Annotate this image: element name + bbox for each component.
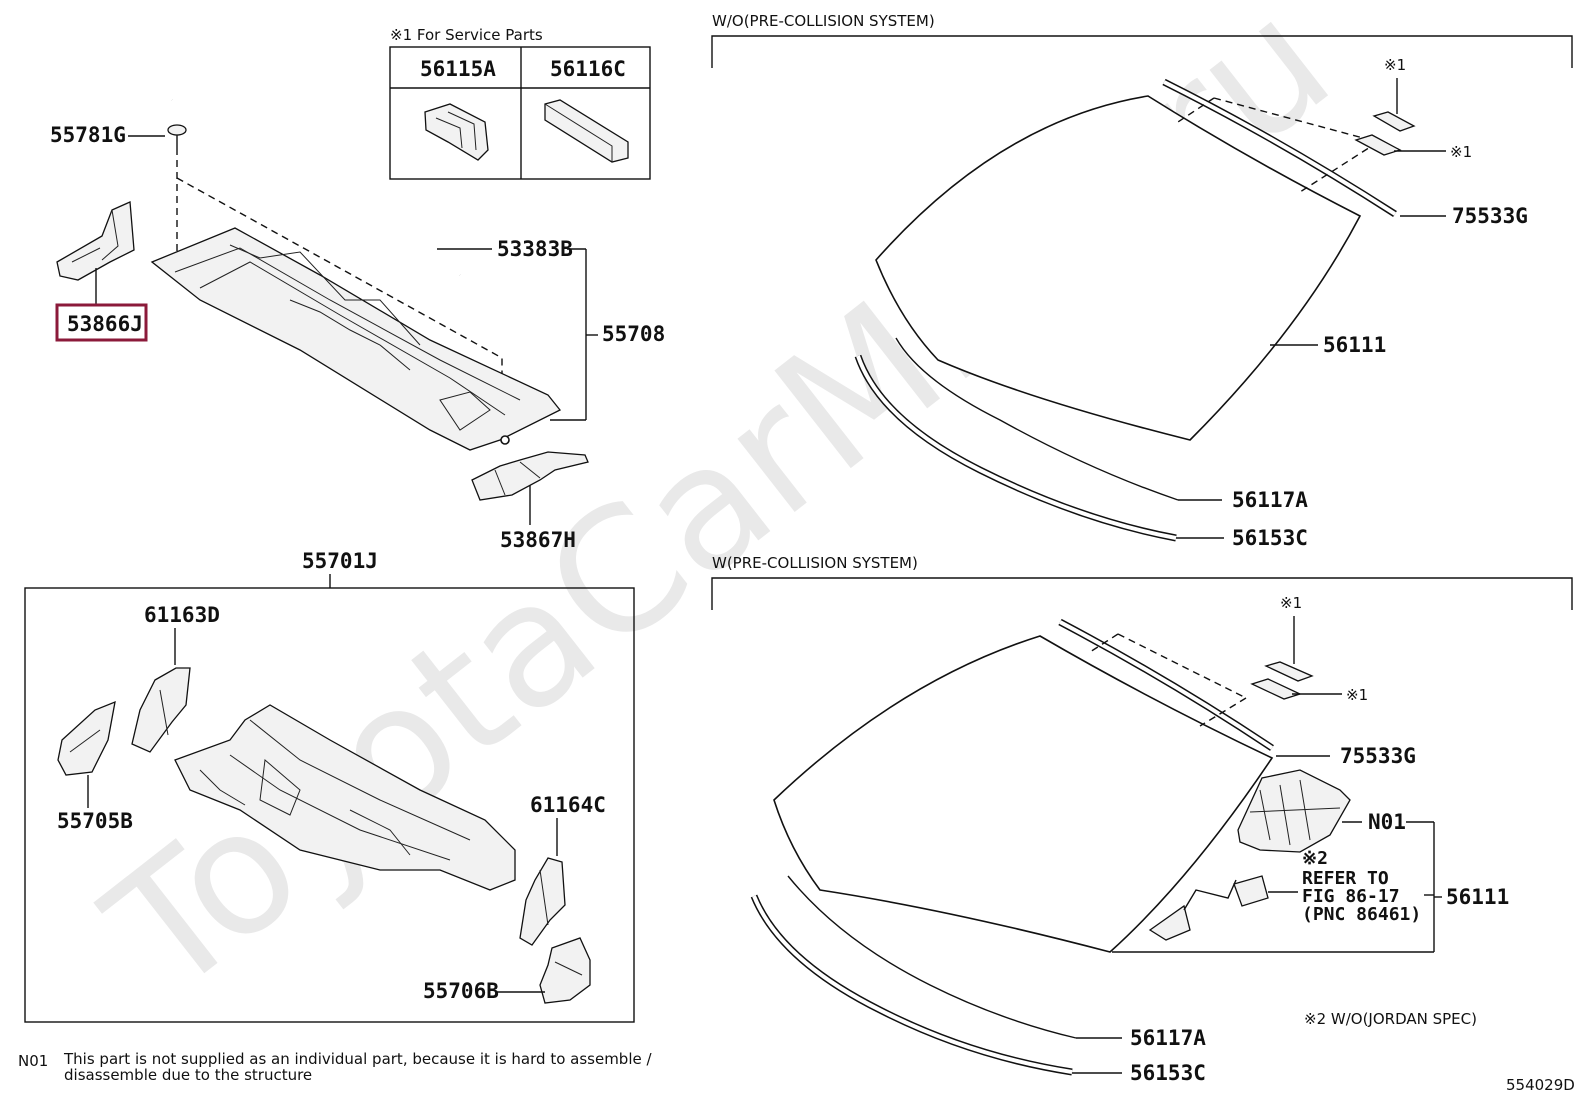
refer-note-line2[interactable]: FIG 86-17	[1302, 886, 1400, 907]
pad-bottom-b-part[interactable]	[1250, 678, 1302, 700]
footnote-line2: disassemble due to the structure	[64, 1066, 312, 1084]
dash-panel-assembly-box	[24, 587, 635, 1023]
label-wo-56153C[interactable]: 56153C	[1232, 526, 1308, 550]
label-55705B[interactable]: 55705B	[57, 809, 133, 833]
bracket-55705B-part[interactable]	[57, 700, 116, 776]
jordan-spec-note: ※2 W/O(JORDAN SPEC)	[1304, 1010, 1477, 1028]
bracket-53867H-part[interactable]	[471, 451, 589, 501]
label-wo-56111[interactable]: 56111	[1323, 333, 1386, 357]
dash-panel-55701J-part[interactable]	[174, 704, 516, 891]
bracket-61164C-part[interactable]	[519, 857, 566, 946]
highlight-box-53866J	[55, 303, 148, 342]
diagram-code: 554029D	[1506, 1076, 1575, 1094]
label-w-56111[interactable]: 56111	[1446, 885, 1509, 909]
label-w-56117A[interactable]: 56117A	[1130, 1026, 1206, 1050]
label-w-56153C[interactable]: 56153C	[1130, 1061, 1206, 1085]
cowl-panel-55708-part[interactable]	[150, 227, 562, 451]
service-parts-table: ※1 For Service Parts 56115A 56116C	[389, 26, 651, 180]
dash-panel-section: 55701J 61163D 55705B 61164C	[24, 549, 635, 1023]
windshield-top-section: W/O(PRE-COLLISION SYSTEM) 56111 75533G ※…	[711, 12, 1573, 550]
label-53867H[interactable]: 53867H	[500, 528, 576, 552]
label-55701J[interactable]: 55701J	[302, 549, 378, 573]
refer-note-mark: ※2	[1302, 848, 1328, 869]
footnote-code: N01	[18, 1052, 48, 1070]
clip-55781G-part[interactable]	[167, 124, 187, 148]
windshield-glass-w-56111-part[interactable]	[773, 635, 1274, 953]
seal-56117A-part[interactable]	[895, 337, 1179, 501]
service-part-56115A[interactable]: 56115A	[420, 57, 496, 81]
label-w-75533G[interactable]: 75533G	[1340, 744, 1416, 768]
service-parts-title: ※1 For Service Parts	[390, 26, 543, 44]
mark-w-1b: ※1	[1346, 686, 1368, 704]
footnote: N01 This part is not supplied as an indi…	[18, 1050, 652, 1084]
refer-note-line3: (PNC 86461)	[1302, 904, 1421, 925]
molding-w-75533G-part[interactable]	[1058, 618, 1274, 751]
seal-w-56117A-part[interactable]	[787, 875, 1077, 1039]
refer-note-line1: REFER TO	[1302, 868, 1389, 889]
label-55708[interactable]: 55708	[602, 322, 665, 346]
bracket-55706B-part[interactable]	[539, 937, 591, 1004]
molding-w-56153C-part[interactable]	[750, 894, 1073, 1076]
windshield-bottom-section: W(PRE-COLLISION SYSTEM) 75533G ※1 ※1	[711, 554, 1573, 1085]
cowl-section: 55781G 53383B 55708	[50, 98, 665, 552]
molding-56153C-part[interactable]	[854, 354, 1177, 542]
pad-top-b-part[interactable]	[1354, 134, 1402, 156]
camera-bracket-N01-part[interactable]	[1237, 769, 1351, 853]
mark-wo-1a: ※1	[1384, 56, 1406, 74]
sensor-harness-part[interactable]	[1148, 875, 1269, 941]
clip-part-icon	[424, 103, 489, 161]
pad-top-a-part[interactable]	[1372, 111, 1416, 132]
label-w-N01[interactable]: N01	[1368, 810, 1406, 834]
mark-w-1a: ※1	[1280, 594, 1302, 612]
label-55781G[interactable]: 55781G	[50, 123, 126, 147]
footnote-line1: This part is not supplied as an individu…	[63, 1050, 652, 1068]
label-wo-75533G[interactable]: 75533G	[1452, 204, 1528, 228]
pad-bottom-a-part[interactable]	[1264, 661, 1314, 682]
bracket-53866J-part[interactable]	[56, 201, 135, 281]
label-wo-56117A[interactable]: 56117A	[1232, 488, 1308, 512]
pad-part-icon	[544, 99, 629, 163]
label-61163D[interactable]: 61163D	[144, 603, 220, 627]
seal-53383B-part[interactable]	[171, 98, 461, 277]
label-53866J[interactable]: 53866J	[67, 312, 143, 336]
label-53383B[interactable]: 53383B	[497, 237, 573, 261]
molding-75533G-part[interactable]	[1162, 78, 1397, 217]
mark-wo-1b: ※1	[1450, 143, 1472, 161]
service-part-56116C[interactable]: 56116C	[550, 57, 626, 81]
label-55706B[interactable]: 55706B	[423, 979, 499, 1003]
label-61164C[interactable]: 61164C	[530, 793, 606, 817]
section-title-w-pcs: W(PRE-COLLISION SYSTEM)	[712, 554, 918, 572]
bracket-61163D-part[interactable]	[131, 667, 191, 753]
section-title-wo-pcs: W/O(PRE-COLLISION SYSTEM)	[712, 12, 935, 30]
windshield-glass-56111-part[interactable]	[875, 95, 1362, 441]
